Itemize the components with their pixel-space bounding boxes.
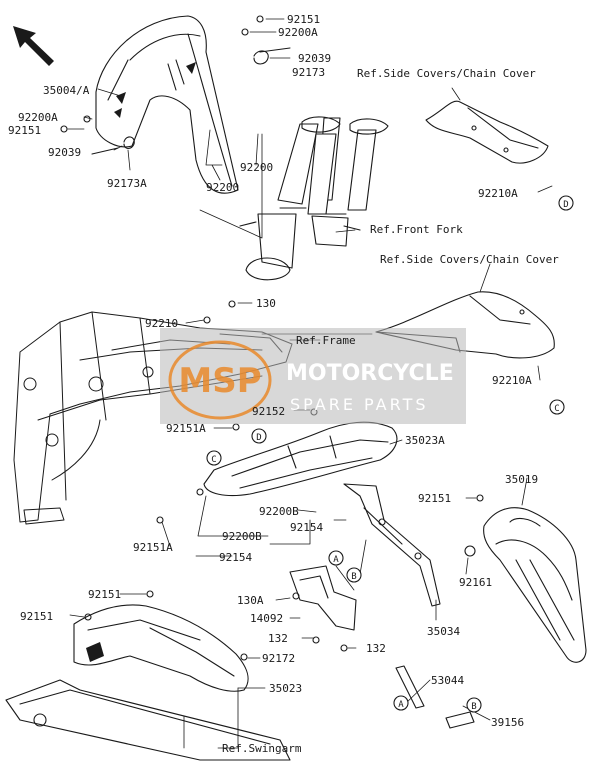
part-label[interactable]: 92151: [88, 588, 121, 601]
part-label[interactable]: 92200A: [18, 111, 58, 124]
callout-letter: B: [471, 702, 476, 712]
callout-letter: A: [398, 700, 404, 710]
part-label[interactable]: 92200: [240, 161, 273, 174]
side-cover-upper: [425, 100, 549, 164]
callout-letter: A: [333, 555, 339, 565]
front-fork-drawing: [239, 116, 389, 281]
part-label[interactable]: 92173: [292, 66, 325, 79]
ref-label-side-covers-upper[interactable]: Ref.Side Covers/Chain Cover: [357, 67, 536, 80]
part-label[interactable]: 92172: [262, 652, 295, 665]
ref-label-swingarm[interactable]: Ref.Swingarm: [222, 742, 302, 755]
fender-hardware: [60, 15, 291, 155]
part-label[interactable]: 92152: [252, 405, 285, 418]
part-label[interactable]: 35034: [427, 625, 460, 638]
part-label[interactable]: 92154: [219, 551, 252, 564]
rear-fender-35019: [483, 507, 587, 663]
swingarm-drawing: [5, 679, 291, 761]
damper-rubber-53044: [395, 665, 425, 709]
part-label[interactable]: 39156: [491, 716, 524, 729]
callout-letter: C: [554, 404, 559, 414]
part-label[interactable]: 53044: [431, 674, 464, 687]
part-label[interactable]: 35004/A: [43, 84, 90, 97]
part-label[interactable]: 92161: [459, 576, 492, 589]
part-label[interactable]: 14092: [250, 612, 283, 625]
part-label[interactable]: 92154: [290, 521, 323, 534]
ref-label-side-covers-lower[interactable]: Ref.Side Covers/Chain Cover: [380, 253, 559, 266]
part-label[interactable]: 92200B: [259, 505, 299, 518]
ref-label-front-fork[interactable]: Ref.Front Fork: [370, 223, 463, 236]
part-label[interactable]: 92210: [145, 317, 178, 330]
bracket-14092: [289, 565, 357, 652]
part-label[interactable]: 92151: [287, 13, 320, 26]
part-label[interactable]: 92151: [418, 492, 451, 505]
part-label[interactable]: 92200B: [222, 530, 262, 543]
part-label[interactable]: 35023A: [405, 434, 445, 447]
front-fender-drawing: [95, 15, 239, 194]
part-label[interactable]: 92210A: [492, 374, 532, 387]
part-label[interactable]: 130: [256, 297, 276, 310]
callout-letter: B: [351, 572, 356, 582]
part-label[interactable]: 92151: [20, 610, 53, 623]
bracket-35034: [343, 483, 476, 607]
watermark-line1: MOTORCYCLE: [286, 361, 454, 386]
part-label[interactable]: 92151: [8, 124, 41, 137]
part-labels: 92151 92200A 92039 92173 35004/A 92200A …: [8, 13, 538, 729]
part-label[interactable]: 132: [366, 642, 386, 655]
watermark: MSP MOTORCYCLE SPARE PARTS: [160, 328, 466, 424]
ref-label-frame[interactable]: Ref.Frame: [296, 334, 356, 347]
callout-letter: D: [563, 200, 568, 210]
callout-letter: C: [211, 455, 216, 465]
reference-labels: Ref.Side Covers/Chain Cover Ref.Front Fo…: [222, 67, 559, 755]
watermark-brand: MSP: [178, 361, 261, 401]
part-label[interactable]: 35019: [505, 473, 538, 486]
part-label[interactable]: 35023: [269, 682, 302, 695]
callout-letter: D: [256, 433, 261, 443]
part-label[interactable]: 92200A: [278, 26, 318, 39]
part-label[interactable]: 92039: [48, 146, 81, 159]
part-label[interactable]: 92151A: [133, 541, 173, 554]
pad-39156: [445, 711, 475, 729]
part-label[interactable]: 132: [268, 632, 288, 645]
front-direction-arrow-icon: [13, 26, 54, 66]
callout-letters: D C D C A B A B: [211, 200, 568, 712]
leader-lines: [67, 18, 553, 749]
part-label[interactable]: 130A: [237, 594, 264, 607]
part-label[interactable]: 92173A: [107, 177, 147, 190]
part-label[interactable]: 92210A: [478, 187, 518, 200]
callout-circles: [206, 195, 574, 713]
part-label[interactable]: 92200: [206, 181, 239, 194]
side-cover-35023: [73, 604, 249, 692]
rear-cowl-35023A: [203, 421, 398, 497]
watermark-line2: SPARE PARTS: [290, 395, 429, 414]
part-label[interactable]: 92151A: [166, 422, 206, 435]
part-label[interactable]: 92039: [298, 52, 331, 65]
